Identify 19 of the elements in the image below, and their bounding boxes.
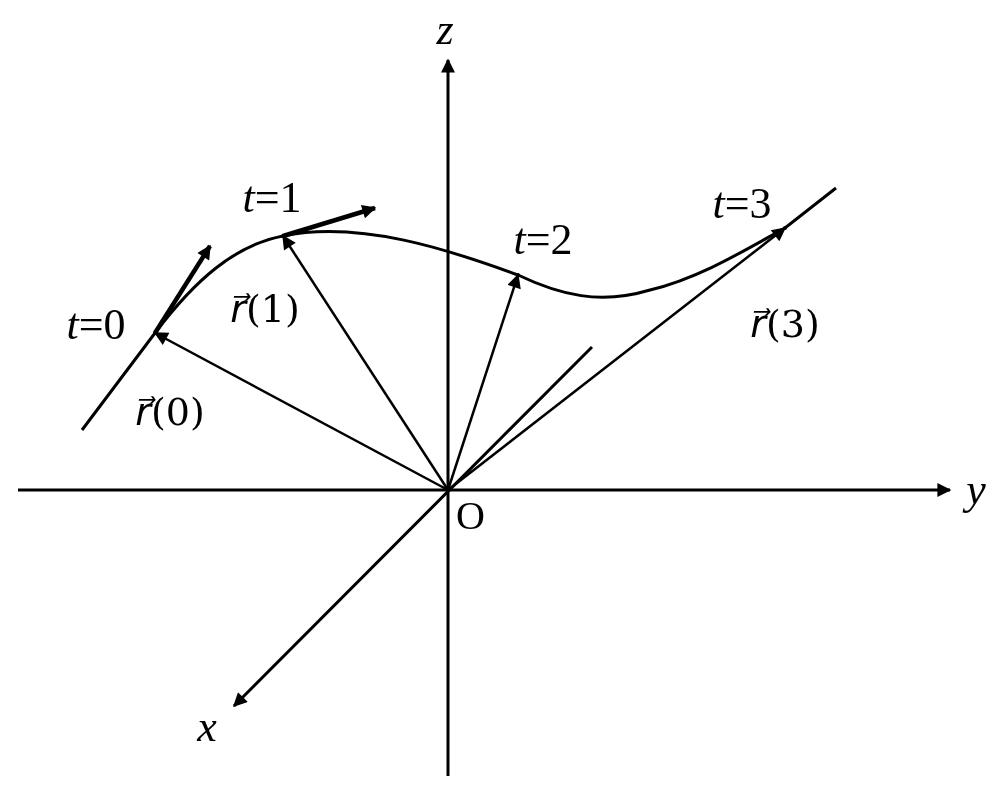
tangent-arrow	[153, 244, 212, 335]
curve-point	[281, 234, 285, 238]
vector-label: r⃗(1)	[230, 286, 300, 328]
position-vector-arrow	[281, 234, 450, 491]
curve-point	[783, 226, 787, 230]
axis-label: x	[197, 705, 217, 749]
parameter-label: t=2	[513, 218, 573, 262]
vector-label: r⃗(3)	[750, 301, 820, 343]
position-vector-arrow	[153, 331, 449, 492]
curve-point	[516, 273, 520, 277]
origin-label: O	[448, 490, 489, 536]
tangent-arrow	[282, 204, 377, 239]
parameter-label: t=0	[66, 303, 126, 347]
position-vector-arrow	[447, 227, 787, 491]
vector-label: r⃗(0)	[135, 389, 205, 431]
curve-point	[153, 331, 157, 335]
axis-label: z	[436, 8, 454, 52]
parameter-label: t=3	[712, 182, 772, 226]
parameter-label: t=1	[242, 176, 302, 220]
